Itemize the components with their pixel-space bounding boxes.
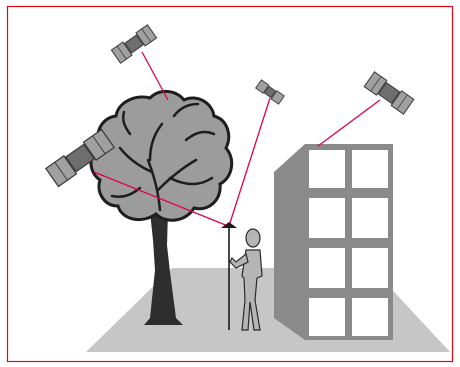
person-head	[246, 229, 260, 247]
building-side	[274, 144, 305, 340]
building-icon	[274, 144, 393, 340]
